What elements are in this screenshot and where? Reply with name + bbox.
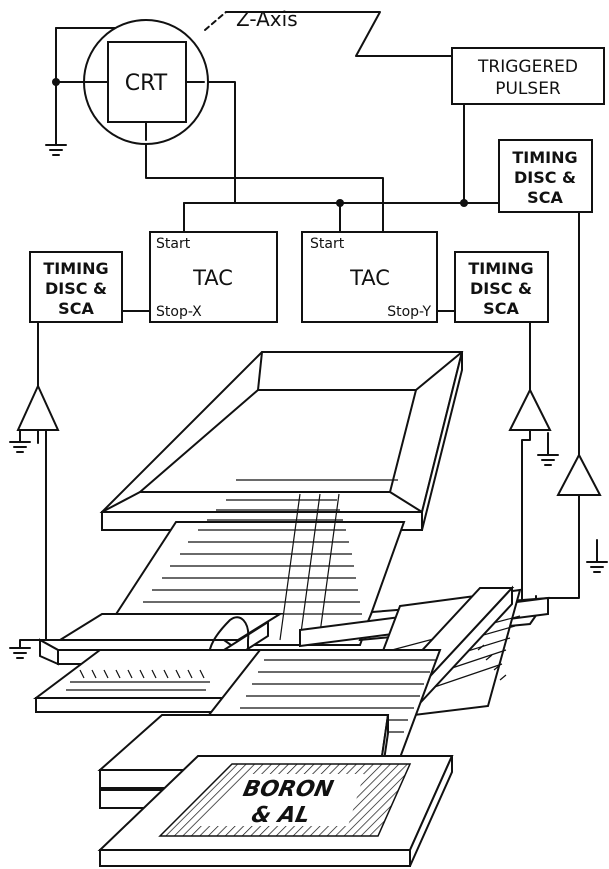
timing-disc-sca-top-right: TIMING DISC & SCA (499, 140, 592, 212)
ground-symbol (10, 430, 30, 452)
timing-disc-sca-right: TIMING DISC & SCA (455, 252, 548, 322)
pulser-label-line1: TRIGGERED (477, 57, 578, 77)
timing-disc-sca-left: TIMING DISC & SCA (30, 252, 122, 322)
tac-stop-y-label: Stop-Y (387, 304, 431, 320)
amplifier-left (18, 386, 58, 430)
tac-start-label: Start (310, 236, 345, 252)
crt-label: CRT (125, 71, 168, 96)
crt-display: CRT (84, 20, 208, 144)
pulser-label-line2: PULSER (495, 79, 561, 99)
timing-label-line2: DISC & (45, 279, 107, 298)
timing-label-line3: SCA (527, 188, 563, 207)
triggered-pulser-box: TRIGGERED PULSER (452, 48, 604, 104)
timing-label-line3: SCA (58, 299, 94, 318)
ground-symbol (538, 433, 558, 465)
target-label-line1: BORON (241, 776, 336, 802)
target-label-line2: & AL (249, 802, 312, 828)
timing-label-line2: DISC & (470, 279, 532, 298)
tac-label: TAC (192, 266, 233, 290)
ground-symbol (10, 640, 40, 658)
ground-symbol (587, 540, 607, 572)
detector-frame (102, 352, 462, 530)
timing-label-line1: TIMING (468, 259, 533, 278)
tac-y-box: Start TAC Stop-Y (302, 232, 437, 322)
tac-x-box: Start TAC Stop-X (150, 232, 277, 322)
tac-start-label: Start (156, 236, 191, 252)
tac-label: TAC (349, 266, 390, 290)
ground-symbol (46, 138, 66, 155)
timing-label-line3: SCA (483, 299, 519, 318)
tac-stop-x-label: Stop-X (156, 304, 202, 320)
timing-label-line1: TIMING (43, 259, 108, 278)
z-axis-label: Z-Axis (236, 7, 298, 31)
amplifier-right (510, 390, 550, 430)
timing-label-line2: DISC & (514, 168, 576, 187)
amplifier-far-right (558, 455, 600, 495)
timing-label-line1: TIMING (512, 148, 577, 167)
